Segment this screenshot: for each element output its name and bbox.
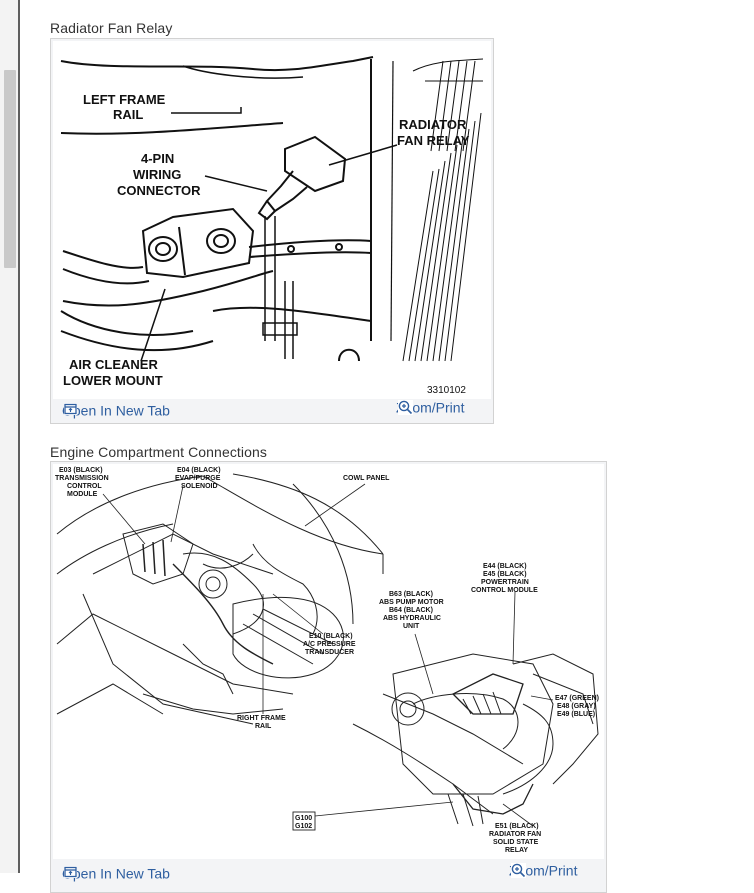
label-e47: E47 (GREEN) [555,695,599,702]
left-rail-divider [18,0,20,873]
figure-code: 3310102 [427,385,466,396]
radiator-fan-relay-diagram: LEFT FRAME RAIL 4-PIN WIRING CONNECTOR R… [53,41,491,399]
zoom-icon [398,400,413,415]
open-in-new-tab-label: Open In New Tab [62,865,170,882]
figure-title: Engine Compartment Connections [50,444,268,460]
label-b63-4: ABS HYDRAULIC [383,615,441,622]
figure-actions: Open In New Tab Zoom/Print [51,861,606,885]
open-new-tab-icon [64,403,77,415]
label-b63-3: B64 (BLACK) [389,607,433,614]
engine-compartment-diagram: E03 (BLACK) TRANSMISSION CONTROL MODULE … [53,464,604,859]
label-air-cleaner-2: LOWER MOUNT [63,373,163,388]
label-connector-2: WIRING [133,167,181,182]
label-b63-5: UNIT [403,623,420,630]
label-e04: E04 (BLACK) [177,467,221,474]
open-new-tab-icon [64,866,77,878]
label-radiator-fan-relay: RADIATOR [399,117,467,132]
label-e10: E10 (BLACK) [309,633,353,640]
label-connector-3: CONNECTOR [117,183,201,198]
label-e51-3: SOLID STATE [493,839,539,846]
figure-card: LEFT FRAME RAIL 4-PIN WIRING CONNECTOR R… [50,38,494,424]
label-e44-2: E45 (BLACK) [483,571,527,578]
label-connector: 4-PIN [141,151,174,166]
label-b63: B63 (BLACK) [389,591,433,598]
label-radiator-fan-relay-2: FAN RELAY [397,133,470,148]
label-g102: G102 [295,823,312,830]
label-e51-4: RELAY [505,847,528,854]
label-e04-3: SOLENOID [181,483,218,490]
figure-card: E03 (BLACK) TRANSMISSION CONTROL MODULE … [50,461,607,893]
label-e47-3: E49 (BLUE) [557,711,595,718]
label-b63-2: ABS PUMP MOTOR [379,599,444,606]
label-right-frame-rail-2: RAIL [255,723,272,730]
label-left-frame-rail: LEFT FRAME [83,92,166,107]
label-e04-2: EVAP/PURGE [175,475,221,482]
zoom-print-link[interactable]: Zoom/Print [509,861,577,878]
label-cowl-panel: COWL PANEL [343,475,390,482]
figure-actions: Open In New Tab Zoom/Print [51,398,493,422]
label-e03-3: CONTROL [67,483,102,490]
label-e51: E51 (BLACK) [495,823,539,830]
label-e03: E03 (BLACK) [59,467,103,474]
label-e10-2: A/C PRESSURE [303,641,356,648]
zoom-print-link[interactable]: Zoom/Print [396,398,464,415]
label-g100: G100 [295,815,312,822]
label-e10-3: TRANSDUCER [305,649,354,656]
label-e44-3: POWERTRAIN [481,579,529,586]
label-e44-4: CONTROL MODULE [471,587,538,594]
open-in-new-tab-link[interactable]: Open In New Tab [62,401,170,418]
zoom-print-label: Zoom/Print [396,399,465,416]
label-e44: E44 (BLACK) [483,563,527,570]
label-right-frame-rail: RIGHT FRAME [237,715,286,722]
label-air-cleaner: AIR CLEANER [69,357,158,372]
figure-title: Radiator Fan Relay [50,20,173,36]
label-e03-4: MODULE [67,491,98,498]
scrollbar-thumb[interactable] [4,70,16,268]
label-e51-2: RADIATOR FAN [489,831,541,838]
open-in-new-tab-label: Open In New Tab [62,402,170,419]
label-left-frame-rail-2: RAIL [113,107,143,122]
label-e03-2: TRANSMISSION [55,475,109,482]
zoom-icon [511,863,526,878]
label-e47-2: E48 (GRAY) [557,703,596,710]
